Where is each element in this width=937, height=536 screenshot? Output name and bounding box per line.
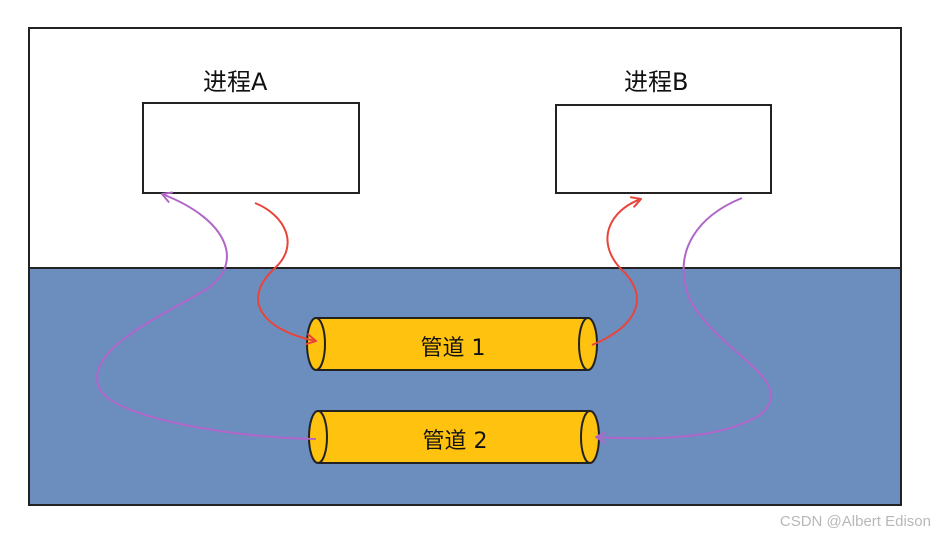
pipe-1-label: 管道 1 <box>420 336 486 361</box>
kernel-region <box>28 267 902 506</box>
process-a-box <box>142 102 360 194</box>
watermark-text: CSDN @Albert Edison <box>779 513 931 530</box>
process-b-label: 进程B <box>624 68 689 96</box>
process-a-label: 进程A <box>203 68 268 96</box>
arrow-pipe1-to-b <box>591 196 642 346</box>
pipe-1 <box>306 317 598 371</box>
arrow-b-to-pipe2 <box>595 197 772 444</box>
arrow-a-to-pipe1 <box>254 202 317 346</box>
pipe-2 <box>308 410 600 464</box>
process-b-box <box>555 104 772 194</box>
pipe-2-label: 管道 2 <box>422 429 488 454</box>
arrow-pipe2-to-a <box>96 191 317 440</box>
